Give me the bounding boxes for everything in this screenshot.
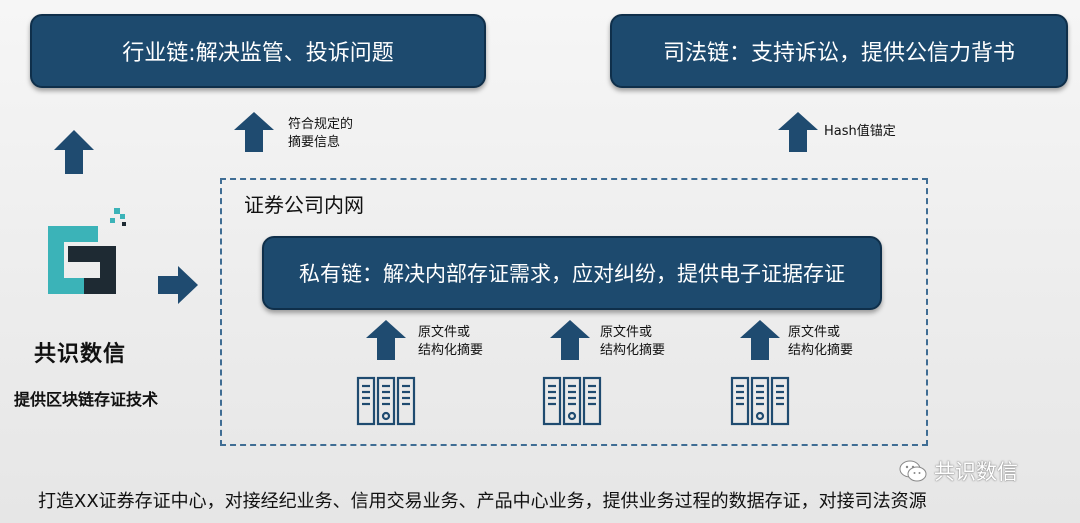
intranet-title: 证券公司内网 [244, 193, 364, 217]
watermark: 共识数信 [898, 456, 1018, 486]
judicial-chain-box: 司法链：支持诉讼，提供公信力背书 [610, 14, 1068, 88]
server-icon [356, 376, 416, 426]
upload-label: 原文件或 结构化摘要 [600, 325, 666, 358]
arrow-up-icon [234, 112, 274, 152]
private-chain-label: 私有链：解决内部存证需求，应对纠纷，提供电子证据存证 [299, 262, 845, 286]
industry-chain-label: 行业链:解决监管、投诉问题 [122, 41, 394, 66]
arrow-up-icon [740, 320, 780, 360]
logo-icon [48, 208, 126, 294]
server-icon [542, 376, 602, 426]
hash-anchor-label: Hash值锚定 [824, 124, 896, 139]
brand-name: 共识数信 [34, 342, 127, 367]
private-chain-box: 私有链：解决内部存证需求，应对纠纷，提供电子证据存证 [262, 236, 882, 310]
arrow-up-icon [550, 320, 590, 360]
arrow-up-icon [778, 112, 818, 152]
summary-info-label: 符合规定的 摘要信息 [288, 117, 354, 150]
footer-text: 打造XX证券存证中心，对接经纪业务、信用交易业务、产品中心业务，提供业务过程的数… [38, 491, 927, 512]
wechat-icon [899, 460, 927, 482]
industry-chain-box: 行业链:解决监管、投诉问题 [30, 14, 486, 88]
upload-label: 原文件或 结构化摘要 [788, 325, 854, 358]
server-icon [730, 376, 790, 426]
intranet-boundary [220, 178, 928, 446]
brand-tagline: 提供区块链存证技术 [14, 390, 159, 409]
arrow-right-icon [158, 266, 198, 304]
arrow-up-icon [366, 320, 406, 360]
upload-label: 原文件或 结构化摘要 [418, 325, 484, 358]
arrow-up-icon [54, 130, 94, 174]
judicial-chain-label: 司法链：支持诉讼，提供公信力背书 [662, 41, 1015, 66]
